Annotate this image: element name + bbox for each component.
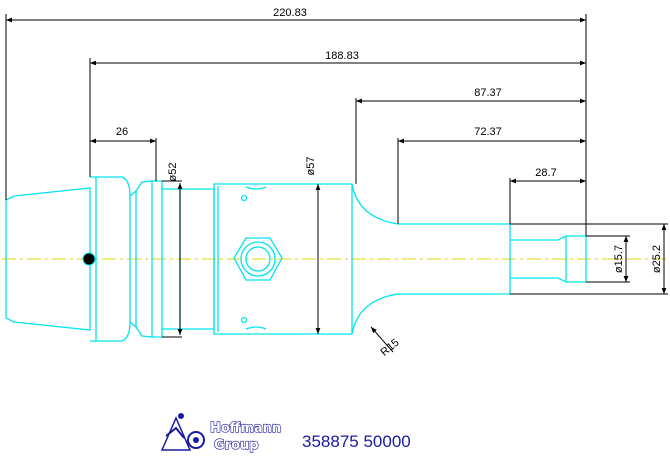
tool-outline <box>5 176 587 342</box>
logo-line2: Group <box>214 438 259 453</box>
logo-line1: Hoffmann <box>210 421 281 436</box>
dim-dia-15: ø15.7 <box>613 245 625 273</box>
dim-overall-length: 220.83 <box>273 7 307 19</box>
hoffmann-logo: Hoffmann Group <box>160 413 282 454</box>
dim-length-87: 87.37 <box>474 87 502 99</box>
hoffmann-logo-icon <box>160 413 205 451</box>
dim-length-72: 72.37 <box>474 126 502 138</box>
dim-length-28: 28.7 <box>535 167 556 179</box>
dim-dia-52: ø52 <box>167 163 179 182</box>
dimension-lines <box>5 14 668 353</box>
dim-flange-length: 26 <box>116 126 128 138</box>
dim-dia-57: ø57 <box>305 157 317 176</box>
dim-dia-25: ø25.2 <box>651 245 663 273</box>
dim-gauge-length: 188.83 <box>325 50 359 62</box>
part-number: 358875 50000 <box>302 432 411 451</box>
